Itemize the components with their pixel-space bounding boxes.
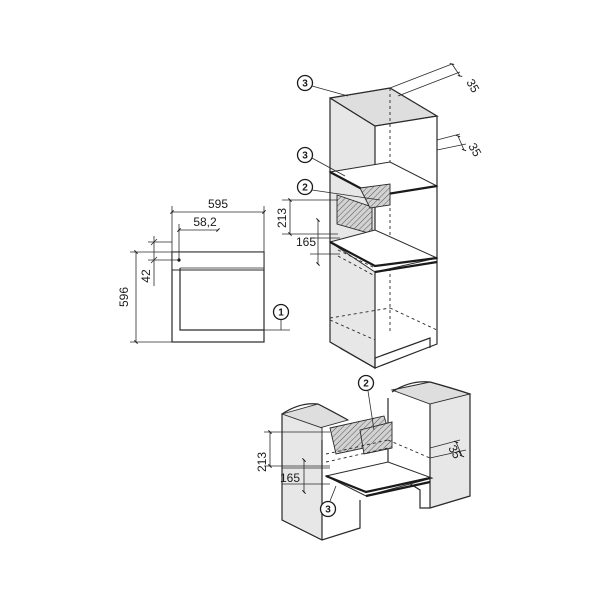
base-dash-3 bbox=[387, 439, 431, 459]
base-left-countertop-cut bbox=[281, 403, 349, 421]
tall-depth-mid-line1 bbox=[436, 133, 461, 141]
base-depth-dim bbox=[453, 440, 465, 458]
dim-595-label: 595 bbox=[208, 197, 228, 211]
tall-depth-mid-label: 35 bbox=[465, 141, 484, 160]
base-callout-2-circle bbox=[357, 374, 375, 392]
tall-lower-shelf-thick bbox=[329, 241, 438, 268]
base-dash-1 bbox=[325, 439, 389, 455]
base-depth-label: 35 bbox=[445, 443, 464, 462]
tall-callout-2-number: 2 bbox=[302, 183, 308, 194]
tall-callout-3-top-leader bbox=[311, 85, 349, 97]
tall-dim-165-label: 165 bbox=[296, 235, 316, 249]
oven-door-outline bbox=[179, 268, 264, 331]
dim-42-label: 42 bbox=[139, 269, 153, 283]
tall-callout-3-top-circle bbox=[296, 74, 314, 92]
tall-dash-2 bbox=[337, 255, 376, 277]
tall-back-bottom bbox=[329, 307, 391, 319]
dim-596-label: 596 bbox=[117, 287, 131, 307]
callout-1-number: 1 bbox=[278, 308, 284, 319]
tall-callout-2-circle bbox=[296, 178, 314, 196]
tall-back-bottom2 bbox=[389, 307, 438, 331]
tall-lower-shelf-front bbox=[374, 260, 438, 274]
tall-plinth bbox=[339, 337, 431, 370]
oven-front-view: 595 58,2 596 42 1 bbox=[117, 197, 290, 344]
tall-callout-3-top-number: 3 bbox=[302, 79, 308, 90]
tall-callout-3-mid-circle bbox=[296, 146, 314, 164]
base-right-countertop-cut bbox=[391, 381, 471, 395]
tall-depth-top-dim bbox=[449, 63, 463, 77]
tall-dim-213-label: 213 bbox=[275, 208, 289, 228]
dim-58-label: 58,2 bbox=[193, 215, 217, 229]
base-callout-2-leader bbox=[367, 390, 375, 431]
oven-control-strip bbox=[171, 251, 265, 271]
base-shelf bbox=[324, 461, 434, 497]
base-dim-165-label: 165 bbox=[280, 471, 300, 485]
base-dim-213-label: 213 bbox=[255, 452, 269, 472]
tall-depth-top-line2 bbox=[397, 71, 461, 97]
base-callout-3-circle bbox=[319, 500, 337, 518]
base-callout-2-number: 2 bbox=[363, 379, 369, 390]
tall-callout-3-mid-number: 3 bbox=[302, 151, 308, 162]
base-cabinet-view: 35 2 3 213 165 bbox=[255, 374, 472, 541]
tall-depth-mid-dim bbox=[455, 134, 467, 152]
callout-1-circle bbox=[272, 303, 290, 321]
tall-dash-1 bbox=[337, 249, 376, 269]
base-callout-3-number: 3 bbox=[325, 505, 331, 516]
base-shelf-thick bbox=[325, 474, 431, 494]
tall-depth-top-label: 35 bbox=[463, 77, 482, 96]
tall-callout-3-mid-leader bbox=[311, 157, 346, 177]
base-shelf-front bbox=[365, 480, 431, 498]
base-callout-3-leader bbox=[329, 485, 337, 502]
tall-dash-3 bbox=[329, 319, 376, 341]
tall-depth-top-line1 bbox=[389, 63, 453, 89]
base-dash-2 bbox=[325, 447, 389, 463]
tall-callout-2-leader bbox=[311, 189, 381, 201]
tall-cabinet-view: 35 35 3 3 2 213 165 bbox=[275, 63, 484, 370]
tall-outline-top bbox=[329, 87, 439, 127]
tall-vent-hatch-back bbox=[359, 183, 391, 209]
